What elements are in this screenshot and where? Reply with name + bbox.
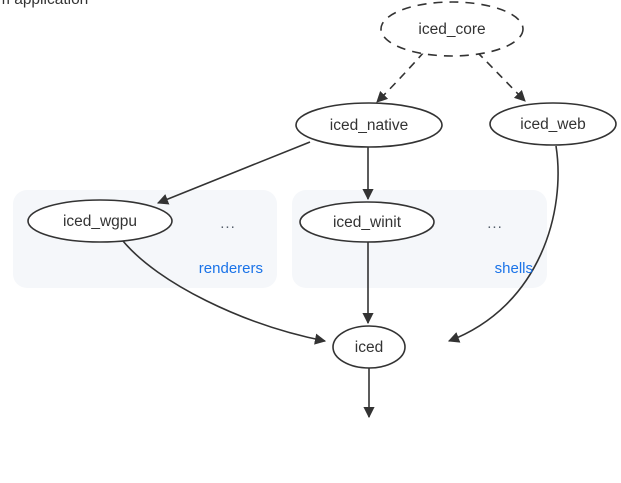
- node-label-iced-wgpu: iced_wgpu: [63, 213, 137, 230]
- cluster-label-shells: shells: [495, 260, 533, 277]
- node-label-cross-platform-application: cross-platform application: [0, 0, 88, 8]
- edge-iced-native-to-iced-wgpu: [156, 141, 311, 205]
- ellipsis-renderers-more: ...: [220, 215, 236, 232]
- node-iced-wgpu[interactable]: iced_wgpu: [27, 199, 173, 243]
- node-shape-iced-web[interactable]: [489, 102, 617, 146]
- node-iced[interactable]: iced: [332, 325, 406, 369]
- node-label-iced-winit: iced_winit: [333, 214, 402, 231]
- node-group: iced_core iced_native iced_web iced_wgpu…: [0, 0, 617, 369]
- node-iced-core[interactable]: iced_core: [380, 1, 524, 57]
- node-iced-native[interactable]: iced_native: [295, 102, 443, 148]
- ellipsis-group: ... ...: [220, 215, 503, 232]
- edge-iced-web-to-iced: [447, 145, 559, 343]
- node-shape-iced-native[interactable]: [295, 102, 443, 148]
- node-iced-web[interactable]: iced_web: [489, 102, 617, 146]
- edge-iced-core-to-iced-web: [476, 51, 526, 102]
- node-shape-iced-core[interactable]: [380, 1, 524, 57]
- cluster-label-group: renderers shells: [199, 260, 533, 277]
- ellipsis-shells-more: ...: [487, 215, 503, 232]
- node-label-iced-web: iced_web: [520, 116, 586, 133]
- edge-group: [122, 51, 559, 419]
- node-label-iced: iced: [355, 339, 383, 356]
- node-cross-platform-application[interactable]: cross-platform application: [0, 0, 88, 8]
- node-label-iced-core: iced_core: [418, 21, 485, 38]
- node-iced-winit[interactable]: iced_winit: [299, 201, 435, 243]
- node-shape-iced-wgpu[interactable]: [27, 199, 173, 243]
- node-label-iced-native: iced_native: [330, 117, 408, 134]
- cluster-label-renderers: renderers: [199, 260, 263, 277]
- node-shape-iced[interactable]: [332, 325, 406, 369]
- node-shape-iced-winit[interactable]: [299, 201, 435, 243]
- edge-iced-core-to-iced-native: [376, 51, 425, 103]
- edge-iced-wgpu-to-iced: [122, 240, 327, 345]
